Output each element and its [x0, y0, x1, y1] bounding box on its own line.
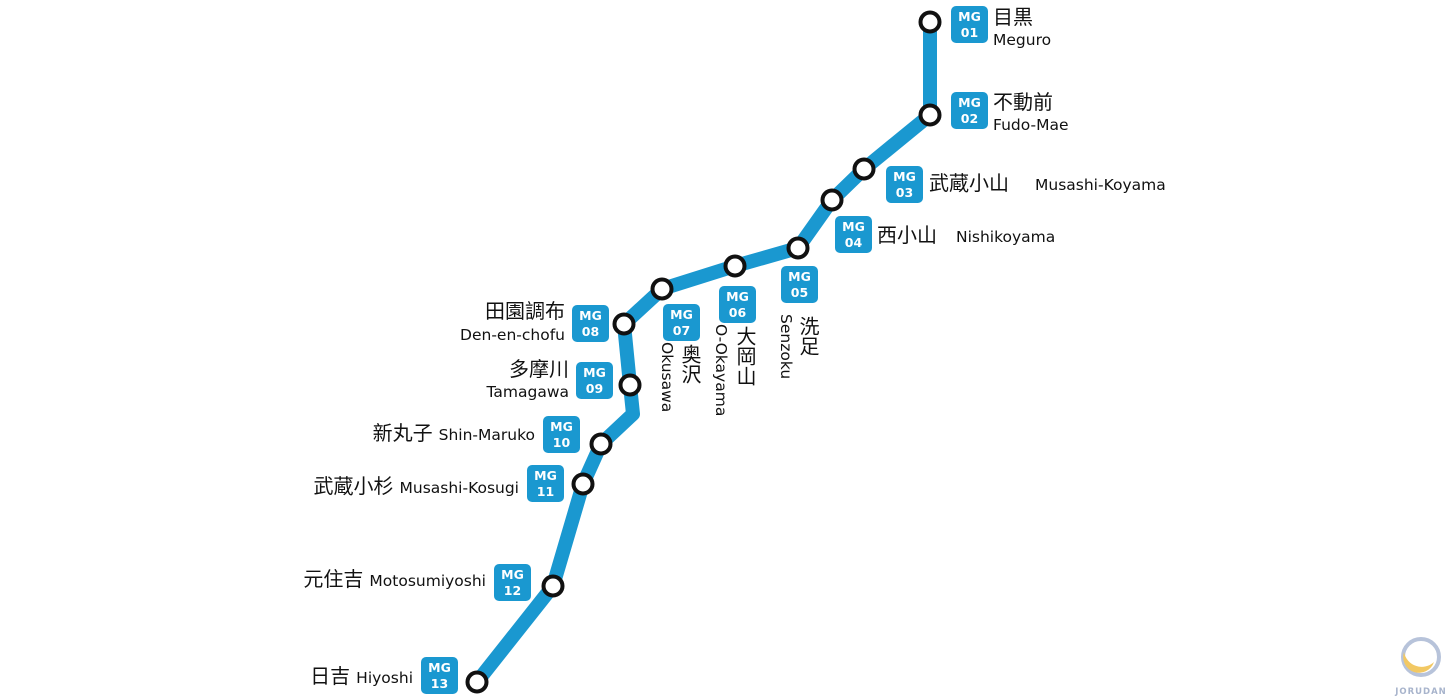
station-code-prefix: MG: [501, 567, 524, 582]
station-name-en: Motosumiyoshi: [369, 572, 486, 590]
station-code-number: 05: [791, 285, 808, 300]
station-name-ja: 奥沢: [678, 344, 702, 384]
station-code-number: 12: [504, 583, 521, 598]
station-code-number: 09: [586, 381, 603, 396]
logo-ring: [1401, 637, 1441, 677]
station-name-ja: 目黒: [993, 5, 1033, 29]
station-name-ja: 不動前: [993, 90, 1053, 114]
station-marker[interactable]: [465, 670, 489, 694]
station-name-en: Fudo-Mae: [993, 116, 1069, 134]
station-name-ja: 日吉: [310, 664, 350, 688]
station-number-badge: [572, 305, 609, 342]
station-code-number: 01: [961, 25, 978, 40]
station-name-en: Shin-Maruko: [439, 426, 535, 444]
station-code-prefix: MG: [726, 289, 749, 304]
station-marker[interactable]: [541, 574, 565, 598]
station-code-number: 08: [582, 324, 599, 339]
station-code-prefix: MG: [958, 95, 981, 110]
station-number-badge: [576, 362, 613, 399]
station-code-number: 04: [845, 235, 863, 250]
station-marker[interactable]: [852, 157, 876, 181]
station-marker[interactable]: [786, 236, 810, 260]
station-name-en: Senzoku: [777, 314, 795, 379]
station-code-prefix: MG: [842, 219, 865, 234]
logo-moon: [1403, 652, 1434, 673]
station-name-ja: 新丸子: [373, 421, 433, 445]
jorudan-logo: JORUDAN: [1394, 637, 1447, 697]
station-marker[interactable]: [918, 10, 942, 34]
station-marker[interactable]: [723, 254, 747, 278]
station-name-ja: 洗足: [796, 316, 820, 356]
station-number-badge: [543, 416, 580, 453]
station-name-en: Hiyoshi: [356, 669, 413, 687]
station-code-number: 13: [431, 676, 448, 691]
station-name-ja: 大岡山: [733, 326, 757, 386]
station-name-en: Musashi-Kosugi: [400, 479, 520, 497]
station-code-number: 03: [896, 185, 913, 200]
station-name-ja: 田園調布: [485, 299, 565, 323]
station-code-prefix: MG: [958, 9, 981, 24]
station-name-ja: 多摩川: [509, 357, 569, 381]
station-code-prefix: MG: [583, 365, 606, 380]
station-number-badge: [951, 92, 988, 129]
station-code-prefix: MG: [788, 269, 811, 284]
station-code-prefix: MG: [893, 169, 916, 184]
station-name-en: Den-en-chofu: [460, 326, 565, 344]
station-code-prefix: MG: [534, 468, 557, 483]
station-number-badge: [421, 657, 458, 694]
station-code-prefix: MG: [579, 308, 602, 323]
station-marker[interactable]: [589, 432, 613, 456]
station-number-badge: [527, 465, 564, 502]
station-marker[interactable]: [918, 103, 942, 127]
station-number-badge: [719, 286, 756, 323]
station-number-badge: [494, 564, 531, 601]
station-marker[interactable]: [618, 373, 642, 397]
station-name-en: Meguro: [993, 31, 1051, 49]
station-name-ja: 元住吉: [303, 567, 363, 591]
station-name-en: Musashi-Koyama: [1035, 176, 1166, 194]
station-code-number: 11: [537, 484, 554, 499]
station-marker[interactable]: [820, 188, 844, 212]
station-code-prefix: MG: [550, 419, 573, 434]
station-name-en: O-Okayama: [712, 324, 730, 416]
station-marker[interactable]: [650, 277, 674, 301]
station-name-ja: 武蔵小杉: [314, 474, 394, 498]
station-name-ja: 西小山: [877, 223, 937, 247]
station-name-en: Okusawa: [658, 342, 676, 412]
station-number-badge: [781, 266, 818, 303]
station-code-prefix: MG: [428, 660, 451, 675]
station-code-prefix: MG: [670, 307, 693, 322]
station-code-number: 06: [729, 305, 747, 320]
logo-text: JORUDAN: [1394, 687, 1447, 697]
station-code-number: 07: [673, 323, 690, 338]
station-name-ja: 武蔵小山: [929, 171, 1009, 195]
station-number-badge: [886, 166, 923, 203]
station-code-number: 10: [553, 435, 571, 450]
station-name-en: Tamagawa: [485, 383, 569, 401]
station-marker[interactable]: [571, 472, 595, 496]
station-number-badge: [663, 304, 700, 341]
station-number-badge: [951, 6, 988, 43]
station-marker[interactable]: [612, 312, 636, 336]
station-name-en: Nishikoyama: [956, 228, 1055, 246]
station-number-badge: [835, 216, 872, 253]
station-code-number: 02: [961, 111, 978, 126]
